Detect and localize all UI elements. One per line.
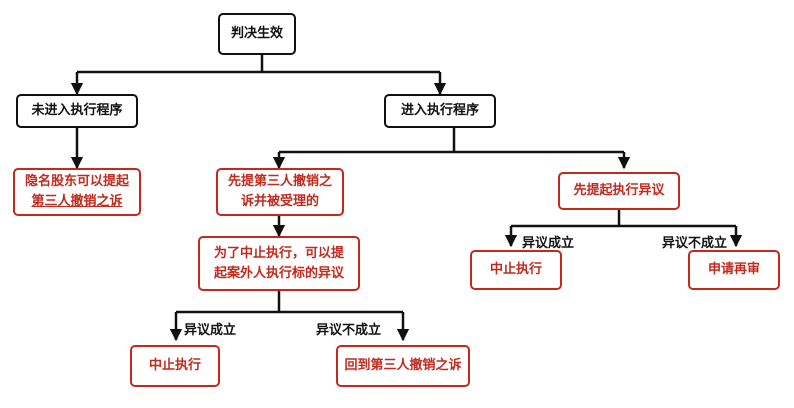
mid-branch-line1: 先提第三人撤销之	[227, 174, 332, 189]
far-yes-label: 异议成立	[522, 236, 575, 251]
left-result-line1: 隐名股东可以提起	[24, 174, 129, 189]
left-result-node: 隐名股东可以提起 第三人撤销之诉	[13, 168, 141, 216]
far-no-label: 异议不成立	[662, 236, 728, 251]
right-branch-node: 进入执行程序	[384, 94, 496, 128]
mid-branch-line2: 诉并被受理的	[240, 194, 319, 209]
mid-next-node: 为了中止执行，可以提 起案外人执行标的异议	[198, 236, 360, 291]
far-no-result-node: 申请再审	[688, 250, 780, 290]
left-branch-node: 未进入执行程序	[16, 94, 138, 128]
mid-no-label: 异议不成立	[316, 323, 382, 338]
root-label: 判决生效	[230, 26, 283, 41]
far-branch-label: 先提起执行异议	[573, 183, 665, 198]
mid-yes-result-node: 中止执行	[130, 345, 220, 387]
far-yes-result-node: 中止执行	[470, 250, 562, 290]
far-no-result-label: 申请再审	[707, 262, 760, 277]
right-branch-label: 进入执行程序	[400, 103, 479, 118]
mid-no-result-label: 回到第三人撤销之诉	[344, 358, 462, 373]
mid-yes-result-label: 中止执行	[148, 358, 201, 373]
mid-next-line1: 为了中止执行，可以提	[213, 245, 344, 261]
left-branch-label: 未进入执行程序	[31, 103, 123, 118]
mid-branch-node: 先提第三人撤销之 诉并被受理的	[216, 168, 344, 216]
left-result-line2: 第三人撤销之诉	[31, 194, 123, 209]
far-yes-result-label: 中止执行	[489, 262, 542, 277]
mid-no-result-node: 回到第三人撤销之诉	[336, 345, 470, 387]
mid-next-line2: 起案外人执行标的异议	[213, 265, 344, 281]
mid-yes-label: 异议成立	[184, 323, 237, 338]
root-node: 判决生效	[218, 13, 296, 55]
far-branch-node: 先提起执行异议	[558, 172, 680, 210]
